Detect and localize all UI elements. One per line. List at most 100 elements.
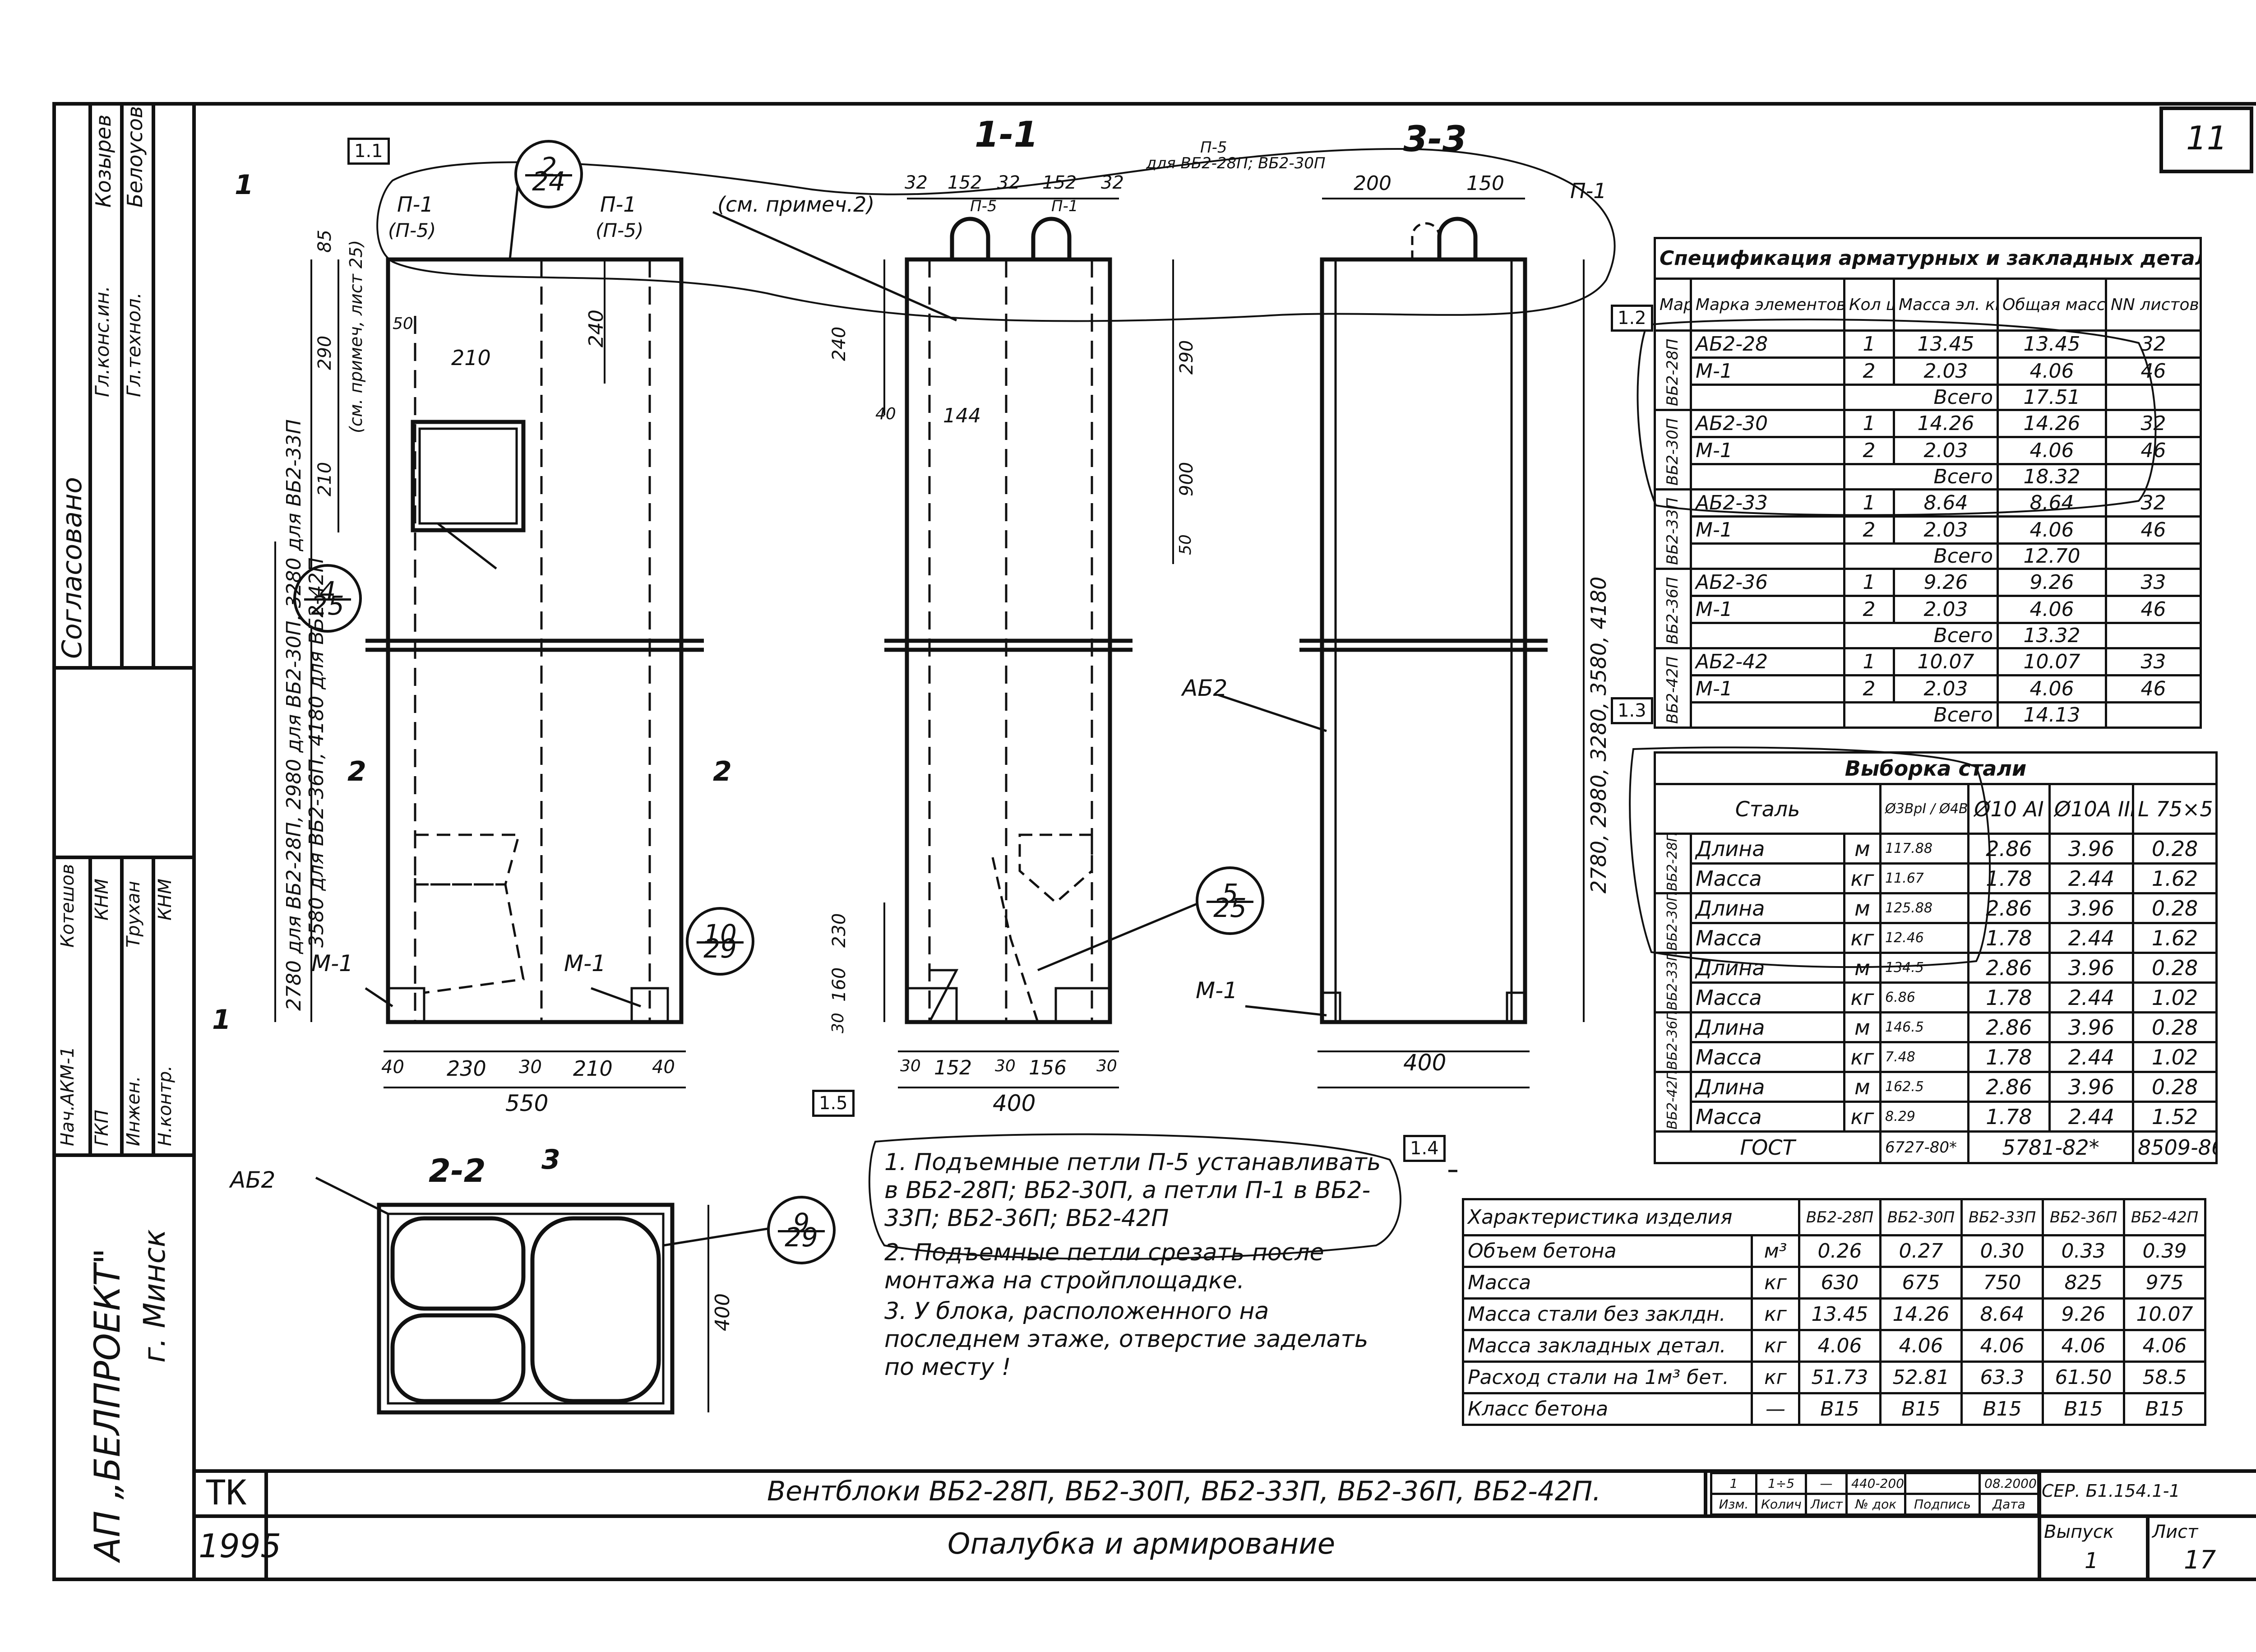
see-note-label: (см. примеч.2) — [717, 192, 875, 217]
charact-value: 630 — [1798, 1266, 1882, 1300]
steel-value: 162.5 — [1879, 1071, 1969, 1103]
steel-group-mark-text: ВБ2-42П — [1664, 1072, 1680, 1129]
dim-text: 30 — [995, 1057, 1016, 1075]
spec-total-label: Всего — [1843, 542, 1999, 570]
spec-header: Марка элементов — [1690, 278, 1845, 332]
section-marker-1-bottom: 1 — [212, 1004, 231, 1036]
spec-blank — [2104, 542, 2202, 570]
spec-qty: 2 — [1843, 674, 1895, 703]
dim-text: 290 — [1176, 340, 1197, 375]
rev-value: 440-2000 — [1845, 1472, 1906, 1495]
spec-qty: 2 — [1843, 356, 1895, 386]
stamp-lower-role-4: Н.контр. — [155, 1065, 176, 1146]
steel-unit: м — [1843, 833, 1882, 865]
charact-value: 9.26 — [2042, 1297, 2126, 1331]
dim-text: 32 — [905, 172, 928, 193]
steel-value: 2.86 — [1967, 1071, 2051, 1103]
spec-group-mark: ВБ2-30П — [1654, 409, 1692, 491]
charact-header: ВБ2-42П — [2123, 1198, 2207, 1236]
rev-value: 08.2000 — [1979, 1472, 2039, 1495]
dim-text: 152 — [1042, 172, 1077, 193]
spec-unit-mass: 2.03 — [1893, 356, 1999, 386]
steel-row-label: Длина — [1690, 892, 1845, 924]
steel-row-label: Масса — [1690, 922, 1845, 954]
charact-value: 61.50 — [2042, 1360, 2126, 1394]
dim-text: 40 — [652, 1057, 675, 1078]
stamp-lower-role-2: ГКП — [92, 1110, 112, 1146]
section-marker-3: 3 — [541, 1144, 560, 1175]
see-note-sheet-label: (см. примеч, лист 25) — [346, 240, 366, 433]
steel-value: 1.02 — [2131, 1041, 2218, 1073]
spec-unit-mass: 2.03 — [1893, 436, 1999, 465]
spec-total-value: 13.32 — [1997, 622, 2107, 649]
steel-value: 1.78 — [1967, 862, 2051, 894]
steel-value: 2.44 — [2048, 1101, 2134, 1133]
spec-group-mark: ВБ2-36П — [1654, 568, 1692, 649]
steel-value: 146.5 — [1879, 1011, 1969, 1043]
spec-sheets: 32 — [2104, 409, 2202, 438]
rev-header: Дата — [1979, 1493, 2039, 1516]
spec-element: АБ2-33 — [1690, 488, 1845, 518]
charact-value: 58.5 — [2123, 1360, 2207, 1394]
dim-text-total: 400 — [1403, 1050, 1447, 1076]
section-marker-2-left: 2 — [347, 756, 366, 787]
charact-value: 8.64 — [1960, 1297, 2044, 1331]
stamp-lower-role-1: Нач.АКМ-1 — [57, 1046, 78, 1146]
steel-unit: кг — [1843, 1101, 1882, 1133]
steel-value: 3.96 — [2048, 952, 2134, 984]
dim-text: 290 — [314, 335, 335, 370]
charact-unit: кг — [1750, 1329, 1801, 1363]
spec-element: М-1 — [1690, 515, 1845, 545]
steel-value: 6.86 — [1879, 981, 1969, 1013]
insert-label-m1: М-1 — [1196, 977, 1238, 1004]
spec-total-label: Всего — [1843, 463, 1999, 491]
stamp-initials-2: КНМ — [155, 879, 176, 921]
charact-value: 4.06 — [2123, 1329, 2207, 1363]
spec-element: АБ2-36 — [1690, 568, 1845, 597]
spec-total-mass: 10.07 — [1997, 647, 2107, 676]
section-marker-1-top: 1 — [235, 169, 254, 201]
dim-text: 210 — [451, 346, 491, 370]
spec-qty: 1 — [1843, 488, 1895, 518]
spec-header: NN листов — [2104, 278, 2202, 332]
steel-row-label: Масса — [1690, 1101, 1845, 1133]
steel-unit: кг — [1843, 922, 1882, 954]
charact-value: 0.26 — [1798, 1234, 1882, 1268]
spec-qty: 2 — [1843, 595, 1895, 624]
sheet-page-number: 17 — [2184, 1546, 2216, 1575]
steel-row-label: Длина — [1690, 1071, 1845, 1103]
steel-value: 117.88 — [1879, 833, 1969, 865]
spec-element: М-1 — [1690, 595, 1845, 624]
rev-header: Лист — [1805, 1493, 1848, 1516]
revision-tag: 1.4 — [1403, 1135, 1446, 1162]
dim-text: 50 — [393, 315, 413, 333]
spec-unit-mass: 14.26 — [1893, 409, 1999, 438]
spec-sheets: 33 — [2104, 568, 2202, 597]
dim-text: 240 — [585, 310, 608, 347]
dim-text: 30 — [900, 1057, 921, 1075]
charact-label: Масса стали без заклдн. — [1462, 1297, 1753, 1331]
spec-total-value: 17.51 — [1997, 384, 2107, 411]
dim-text: 32 — [1101, 172, 1124, 193]
spec-sheets: 33 — [2104, 647, 2202, 676]
loop-label-p5: (П-5) — [388, 219, 436, 241]
spec-title: Спецификация арматурных и закладных дета… — [1653, 237, 2202, 280]
spec-blank — [1690, 701, 1845, 729]
spec-total-mass: 14.26 — [1997, 409, 2107, 438]
dim-text: 30 — [829, 1013, 847, 1033]
spec-sheets: 46 — [2104, 436, 2202, 465]
steel-unit: м — [1843, 892, 1882, 924]
spec-group-mark-text: ВБ2-28П — [1664, 338, 1682, 406]
gost-value: 8509-86* — [2131, 1130, 2218, 1164]
charact-value: B15 — [1798, 1392, 1882, 1426]
